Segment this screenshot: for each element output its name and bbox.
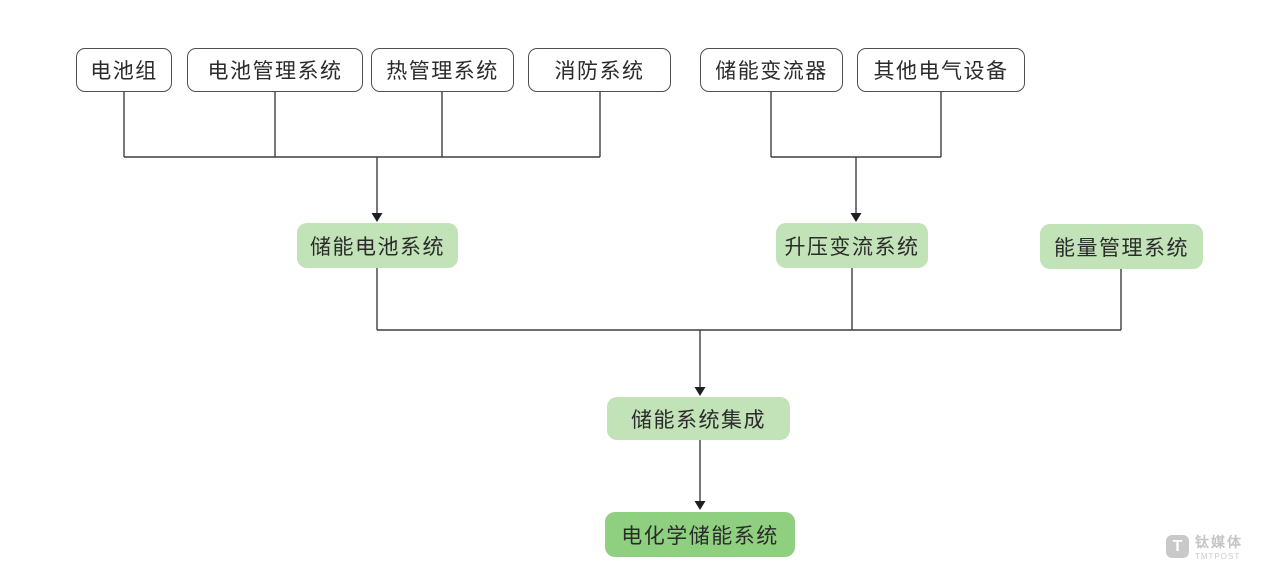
node-energy-management-system: 能量管理系统 [1040,224,1203,269]
node-electrochemical-ess: 电化学储能系统 [605,512,795,557]
node-ess-integration: 储能系统集成 [607,397,790,440]
node-battery-management-system: 电池管理系统 [187,48,363,92]
node-thermal-management-system-label: 热管理系统 [386,59,499,83]
node-battery-pack: 电池组 [76,48,172,92]
node-energy-management-system-label: 能量管理系统 [1054,235,1189,260]
node-ess-battery-system-label: 储能电池系统 [310,234,445,259]
node-boost-converter-system: 升压变流系统 [776,223,928,268]
node-fire-protection-system-label: 消防系统 [554,59,645,83]
node-boost-converter-system-label: 升压变流系统 [784,234,920,259]
node-power-conversion-system-label: 储能变流器 [715,59,828,83]
node-ess-integration-label: 储能系统集成 [631,407,766,432]
node-power-conversion-system: 储能变流器 [700,48,843,92]
tmtpost-logo-text: 钛媒体 TMTPOST [1195,534,1243,562]
node-fire-protection-system: 消防系统 [528,48,671,92]
node-other-electrical-equipment: 其他电气设备 [857,48,1025,92]
tmtpost-cn-label: 钛媒体 [1195,534,1243,550]
tmtpost-en-label: TMTPOST [1195,552,1241,562]
node-battery-management-system-label: 电池管理系统 [207,59,343,83]
node-electrochemical-ess-label: 电化学储能系统 [621,523,779,548]
node-battery-pack-label: 电池组 [90,59,158,83]
node-other-electrical-equipment-label: 其他电气设备 [873,59,1009,83]
node-thermal-management-system: 热管理系统 [371,48,514,92]
node-ess-battery-system: 储能电池系统 [297,223,458,268]
tmtpost-logo-icon: T [1166,535,1189,558]
tmtpost-watermark: T 钛媒体 TMTPOST [1166,534,1243,562]
